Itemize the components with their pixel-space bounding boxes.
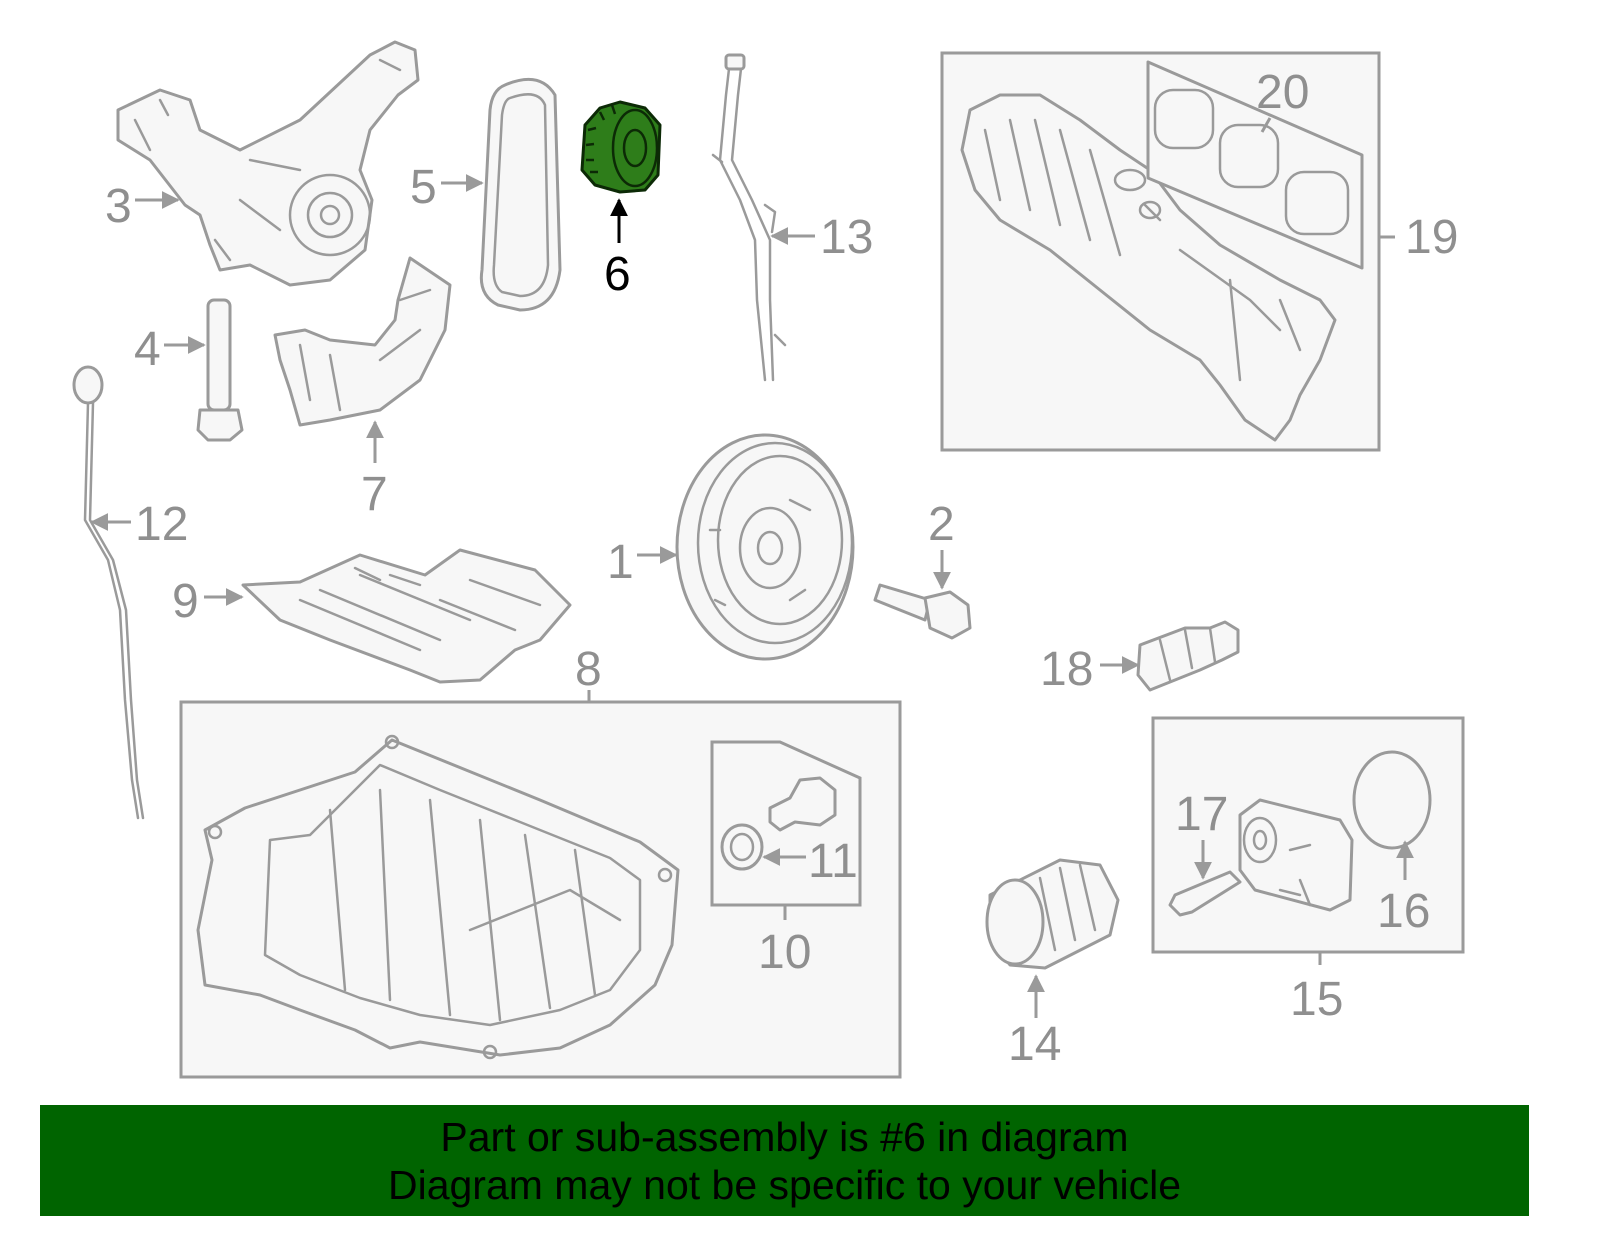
callout-16: 16 — [1377, 885, 1430, 938]
banner-line-part-number: Part or sub-assembly is #6 in diagram — [440, 1113, 1129, 1160]
timing-cover-part — [273, 256, 452, 427]
sensor-part — [1136, 620, 1240, 692]
oil-pan-part — [196, 734, 680, 1060]
belt-part — [479, 77, 562, 312]
banner-line-disclaimer: Diagram may not be specific to your vehi… — [387, 1161, 1181, 1208]
oil-cooler-seal-part — [1352, 750, 1432, 850]
dipstick-part — [72, 365, 145, 820]
callout-6: 6 — [604, 248, 631, 301]
callout-14: 14 — [1008, 1018, 1061, 1071]
oil-cooler-bolt-part — [1168, 870, 1242, 917]
callout-3: 3 — [105, 180, 132, 233]
callout-18: 18 — [1040, 643, 1093, 696]
callout-1: 1 — [607, 536, 634, 589]
crank-bolt-part — [873, 583, 972, 640]
crank-pulley-part — [675, 433, 855, 661]
gasket-set-part — [1146, 60, 1364, 270]
oil-cooler-part — [1238, 798, 1354, 912]
callout-5: 5 — [410, 161, 437, 214]
callout-13: 13 — [820, 211, 873, 264]
callout-17: 17 — [1175, 788, 1228, 841]
oil-filter-part — [985, 858, 1120, 970]
callout-8: 8 — [575, 643, 602, 696]
callout-10: 10 — [758, 926, 811, 979]
intake-manifold-part — [960, 93, 1337, 442]
oil-pump-part — [116, 40, 420, 287]
bolt-part-4 — [196, 298, 244, 442]
leader-bracket-20 — [1260, 117, 1272, 133]
callout-9: 9 — [172, 575, 199, 628]
callout-19: 19 — [1405, 211, 1458, 264]
callout-2: 2 — [928, 498, 955, 551]
sprocket-part-highlighted — [580, 100, 662, 194]
info-banner: Part or sub-assembly is #6 in diagram Di… — [40, 1105, 1529, 1216]
callout-20: 20 — [1256, 66, 1309, 119]
dipstick-tube-part — [711, 53, 787, 382]
callout-4: 4 — [134, 323, 161, 376]
callout-12: 12 — [135, 498, 188, 551]
skid-plate-part — [241, 548, 572, 684]
callout-7: 7 — [361, 468, 388, 521]
callout-11: 11 — [808, 835, 858, 888]
drain-plug-part — [720, 776, 837, 871]
callout-15: 15 — [1290, 973, 1343, 1026]
